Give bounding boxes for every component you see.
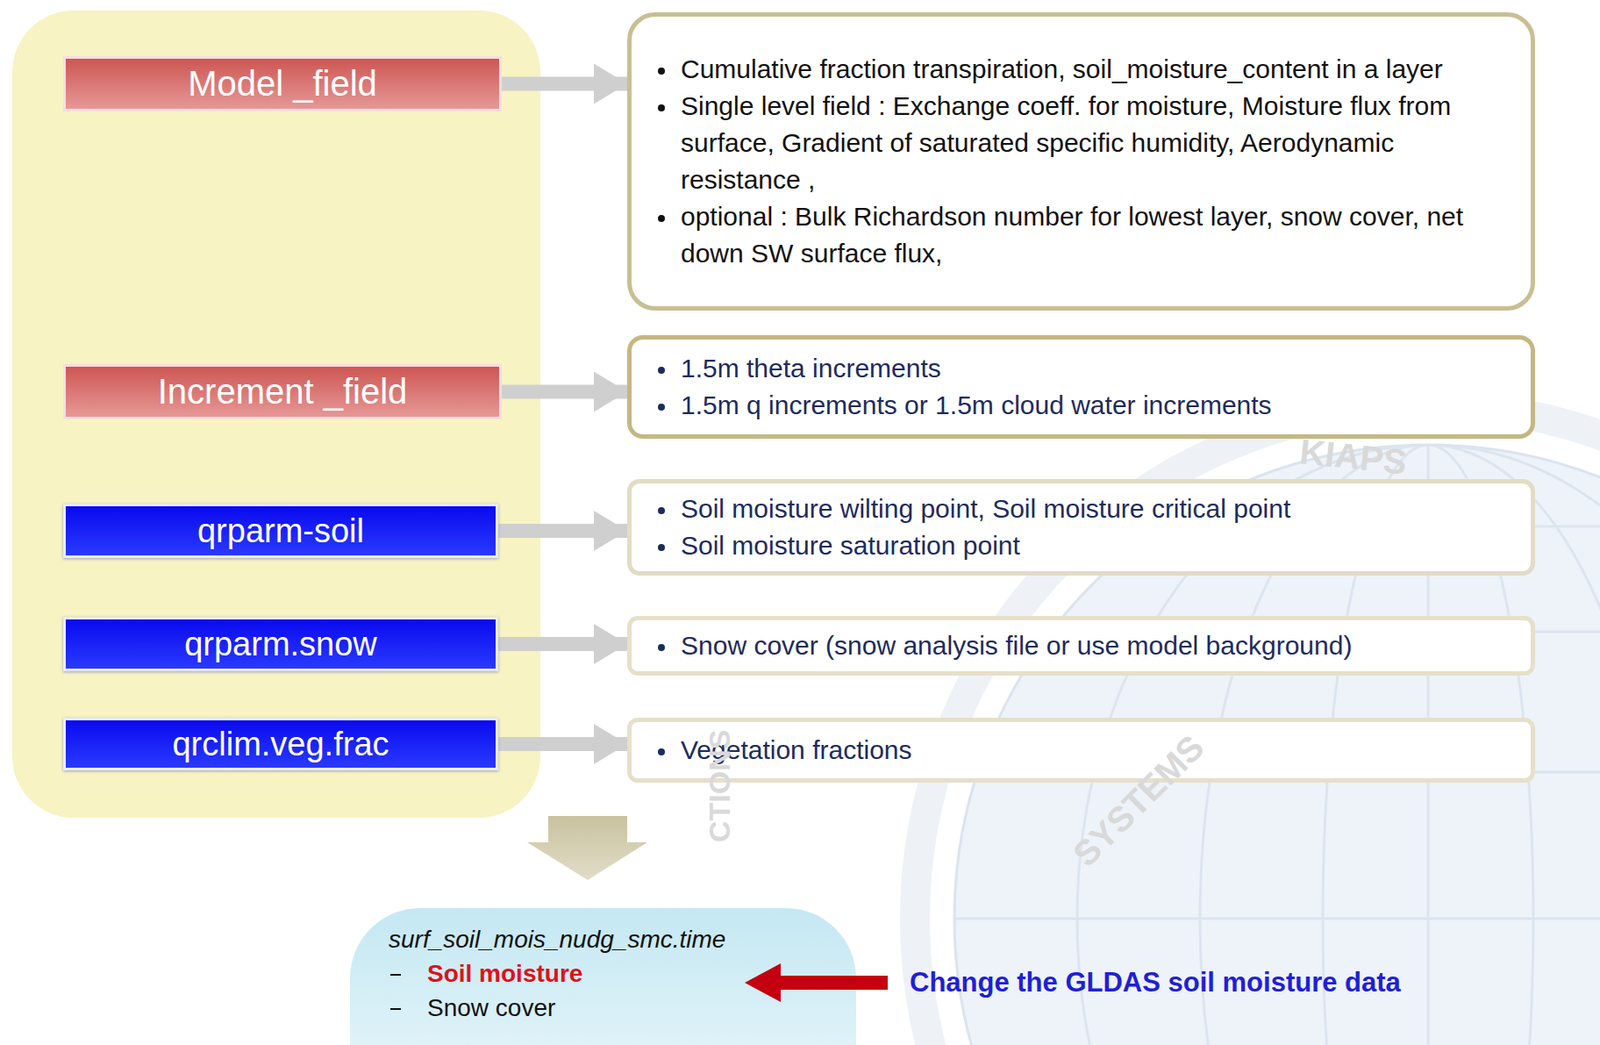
output-box: surf_soil_mois_nudg_smc.timeSoil moistur…: [350, 907, 857, 1045]
box-label: Increment _field: [157, 371, 408, 411]
output-item: Snow cover: [427, 993, 556, 1022]
bullet-dot: [657, 643, 665, 651]
watermark: KIAPS: [1298, 433, 1409, 480]
flow-arrow: [498, 523, 628, 538]
flow-arrow: [501, 77, 628, 92]
bullet-dot: [657, 214, 665, 222]
content-box: Soil moisture wilting point, Soil moistu…: [627, 478, 1536, 576]
bullet-text: 1.5m q increments or 1.5m cloud water in…: [680, 390, 1272, 420]
box-label: qrparm-soil: [197, 512, 365, 550]
content-box: Vegetation fractions: [627, 717, 1536, 783]
watermark: CTIONS: [701, 729, 737, 843]
bullet-dot: [657, 403, 665, 411]
bullet-dot: [657, 507, 665, 515]
box-label: qrparm.snow: [184, 625, 378, 663]
file-box: qrparm-soil: [63, 503, 499, 558]
bullet-text: Soil moisture wilting point, Soil moistu…: [680, 493, 1291, 523]
file-name: surf_soil_mois_nudg_smc.time: [388, 925, 726, 953]
bullet-dot: [657, 366, 665, 374]
bullet-text: Single level field : Exchange coeff. for…: [680, 91, 1451, 194]
bullet-text: Cumulative fraction transpiration, soil_…: [680, 54, 1443, 84]
input-panel: [12, 10, 541, 818]
flow-arrow: [498, 636, 628, 651]
content-box: Snow cover (snow analysis file or use mo…: [627, 615, 1536, 676]
field-box: Increment _field: [63, 364, 502, 420]
bullet-dot: [657, 543, 665, 551]
flow-arrow: [501, 385, 628, 400]
bullet-text: optional : Bulk Richardson number for lo…: [680, 201, 1464, 268]
box-label: qrclim.veg.frac: [171, 725, 389, 763]
bullet-text: 1.5m theta increments: [680, 353, 942, 383]
down-arrow: [527, 815, 648, 880]
output-item: Soil moisture: [427, 959, 583, 987]
dash-bullet: [390, 973, 401, 976]
file-box: qrclim.veg.frac: [63, 717, 499, 771]
red-arrow: [744, 963, 888, 1002]
dash-bullet: [390, 1007, 401, 1010]
content-box: Cumulative fraction transpiration, soil_…: [627, 12, 1536, 311]
bullet-text: Soil moisture saturation point: [680, 530, 1021, 560]
field-box: Model _field: [63, 56, 502, 112]
bullet-dot: [657, 67, 665, 75]
box-label: Model _field: [187, 64, 378, 103]
annotation: Change the GLDAS soil moisture data: [909, 964, 1401, 1000]
bullet-text: Snow cover (snow analysis file or use mo…: [680, 630, 1352, 660]
bullet-dot: [657, 748, 665, 756]
bullet-dot: [657, 104, 665, 112]
file-box: qrparm.snow: [63, 616, 499, 672]
content-box: 1.5m theta increments 1.5m q increments o…: [627, 335, 1536, 439]
flow-arrow: [498, 736, 628, 751]
